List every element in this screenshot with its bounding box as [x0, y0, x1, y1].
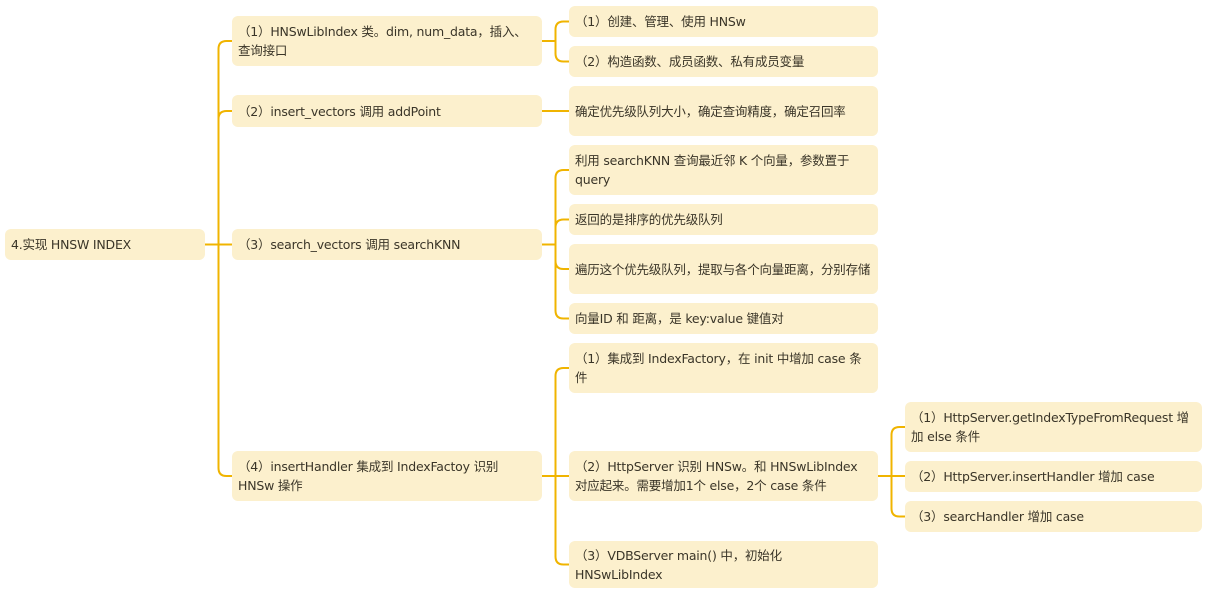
subtopic-label: （2）构造函数、成员函数、私有成员变量 [575, 54, 805, 69]
topic-label: （3）search_vectors 调用 searchKNN [238, 237, 461, 252]
sub-subtopic[interactable]: （2）HttpServer.insertHandler 增加 case [905, 461, 1202, 492]
subtopic-label: 确定优先级队列大小，确定查询精度，确定召回率 [575, 103, 846, 119]
subtopic[interactable]: （1）集成到 IndexFactory，在 init 中增加 case 条件 [569, 343, 878, 393]
subtopic[interactable]: （2）构造函数、成员函数、私有成员变量 [569, 46, 878, 77]
connector-line [542, 475, 569, 566]
connector-line [205, 110, 232, 246]
subtopic-label: 向量ID 和 距离，是 key:value 键值对 [575, 311, 784, 326]
sub-subtopic[interactable]: （1）HttpServer.getIndexTypeFromRequest 增加… [905, 402, 1202, 452]
sub-subtopic-label: （1）HttpServer.getIndexTypeFromRequest 增加… [911, 410, 1189, 444]
sub-subtopic-label: （3）searcHandler 增加 case [911, 509, 1084, 524]
subtopic[interactable]: 利用 searchKNN 查询最近邻 K 个向量，参数置于 query [569, 145, 878, 195]
subtopic[interactable]: 遍历这个优先级队列，提取与各个向量距离，分别存储 [569, 244, 878, 294]
subtopic-label: （1）集成到 IndexFactory，在 init 中增加 case 条件 [575, 351, 862, 385]
subtopic[interactable]: （2）HttpServer 识别 HNSw。和 HNSwLibIndex 对应起… [569, 451, 878, 501]
topic-label: （1）HNSwLibIndex 类。dim, num_data，插入、查询接口 [238, 24, 527, 58]
connector-line [542, 20, 569, 42]
subtopic-label: （3）VDBServer main() 中，初始化 HNSwLibIndex [575, 547, 782, 582]
connector-line [878, 475, 905, 518]
connector-line [205, 243, 232, 477]
topic-hnswlibindex-class[interactable]: （1）HNSwLibIndex 类。dim, num_data，插入、查询接口 [232, 16, 542, 66]
subtopic[interactable]: （1）创建、管理、使用 HNSw [569, 6, 878, 37]
subtopic-label: 利用 searchKNN 查询最近邻 K 个向量，参数置于 query [575, 153, 850, 187]
subtopic[interactable]: 确定优先级队列大小，确定查询精度，确定召回率 [569, 86, 878, 136]
connector-line [542, 218, 569, 246]
connector-line [542, 243, 569, 320]
sub-subtopic-label: （2）HttpServer.insertHandler 增加 case [911, 469, 1155, 484]
subtopic-label: 返回的是排序的优先级队列 [575, 212, 723, 227]
subtopic-label: （1）创建、管理、使用 HNSw [575, 14, 746, 29]
connector-line [542, 40, 569, 63]
root-label: 4.实现 HNSW INDEX [11, 237, 132, 252]
subtopic[interactable]: （3）VDBServer main() 中，初始化 HNSwLibIndex [569, 541, 878, 588]
subtopic-label: 遍历这个优先级队列，提取与各个向量距离，分别存储 [575, 261, 871, 277]
subtopic-label: （2）HttpServer 识别 HNSw。和 HNSwLibIndex 对应起… [575, 459, 858, 493]
subtopic[interactable]: 向量ID 和 距离，是 key:value 键值对 [569, 303, 878, 334]
topic-label: （4）insertHandler 集成到 IndexFactoy 识别 HNSw… [238, 459, 499, 493]
connector-line [542, 367, 569, 477]
root-topic[interactable]: 4.实现 HNSW INDEX [5, 229, 205, 260]
connector-line [542, 169, 569, 246]
subtopic[interactable]: 返回的是排序的优先级队列 [569, 204, 878, 235]
topic-label: （2）insert_vectors 调用 addPoint [238, 103, 441, 119]
topic-search-vectors[interactable]: （3）search_vectors 调用 searchKNN [232, 229, 542, 260]
connector-line [878, 426, 905, 477]
sub-subtopic[interactable]: （3）searcHandler 增加 case [905, 501, 1202, 532]
connector-line [205, 40, 232, 246]
topic-insert-handler[interactable]: （4）insertHandler 集成到 IndexFactoy 识别 HNSw… [232, 451, 542, 501]
topic-insert-vectors[interactable]: （2）insert_vectors 调用 addPoint [232, 95, 542, 127]
